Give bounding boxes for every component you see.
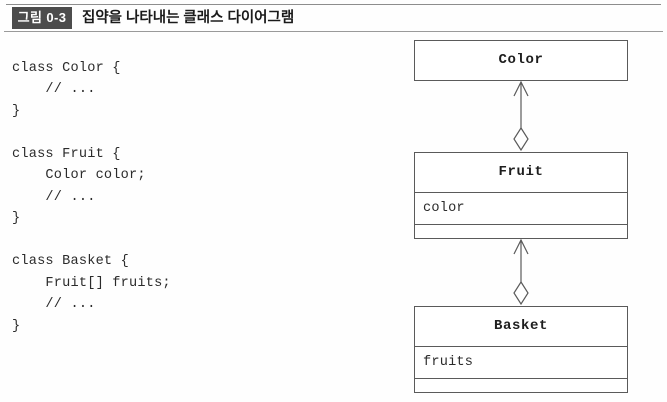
uml-attribute-basket-fruits: fruits — [415, 346, 627, 378]
uml-attribute-fruit-color: color — [415, 192, 627, 224]
uml-class-name-fruit: Fruit — [498, 164, 544, 180]
figure-number-badge: 그림 0-3 — [12, 7, 72, 29]
uml-class-color: Color — [414, 40, 628, 81]
uml-operations-fruit — [415, 224, 627, 238]
aggregation-connector-icon — [513, 80, 529, 152]
uml-operations-basket — [415, 378, 627, 392]
page-top-rule — [6, 4, 661, 5]
figure-title: 집약을 나타내는 클래스 다이어그램 — [82, 10, 295, 26]
uml-class-name-color: Color — [498, 52, 544, 68]
aggregation-connector-basket-to-fruit — [504, 238, 538, 306]
aggregation-connector-fruit-to-color — [504, 80, 538, 152]
code-listing: class Color { // ... } class Fruit { Col… — [12, 60, 171, 334]
uml-class-diagram: Color Fruit color Basket fruits — [406, 36, 656, 402]
uml-class-name-basket: Basket — [493, 318, 548, 334]
uml-class-basket: Basket fruits — [414, 306, 628, 393]
aggregation-connector-icon — [513, 238, 529, 306]
uml-class-fruit: Fruit color — [414, 152, 628, 239]
caption-divider — [4, 31, 663, 32]
figure-caption-bar: 그림 0-3 집약을 나타내는 클래스 다이어그램 — [0, 6, 667, 31]
